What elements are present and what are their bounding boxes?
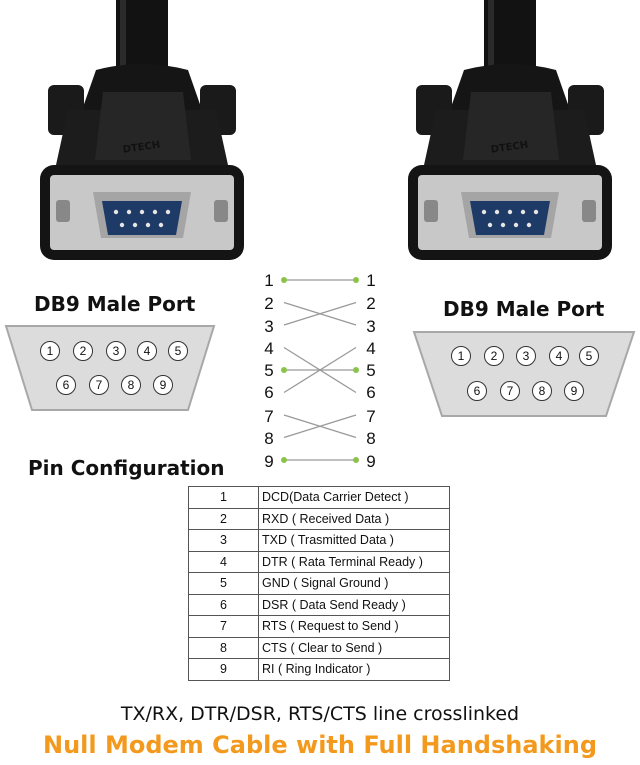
- left-port-pin: 4: [137, 341, 157, 361]
- right-port-pin: 4: [549, 346, 569, 366]
- wiring-line: [283, 346, 357, 394]
- wiring-left-number: 4: [264, 339, 274, 358]
- wiring-right-number: 8: [366, 429, 376, 448]
- wiring-right-number: 1: [366, 271, 376, 290]
- left-port-title: DB9 Male Port: [34, 292, 196, 316]
- left-port-pin: 6: [56, 375, 76, 395]
- wiring-left-number: 7: [264, 407, 274, 426]
- wiring-left-number: 5: [264, 361, 274, 380]
- pin-number-cell: 1: [188, 486, 259, 509]
- wiring-left-number: 9: [264, 452, 274, 471]
- right-port-pin: 5: [579, 346, 599, 366]
- wiring-dot: [353, 367, 359, 373]
- pin-number-cell: 5: [188, 572, 259, 595]
- wiring-dot: [281, 367, 287, 373]
- pin-number-cell: 6: [188, 593, 259, 616]
- wiring-dot: [281, 277, 287, 283]
- pin-description-cell: RTS ( Request to Send ): [258, 615, 450, 638]
- right-connector-brand: DTECH: [490, 140, 529, 156]
- left-port-pin: 7: [89, 375, 109, 395]
- right-port-pin: 2: [484, 346, 504, 366]
- pin-description-cell: DCD(Data Carrier Detect ): [258, 486, 450, 509]
- pin-number-cell: 3: [188, 529, 259, 552]
- wiring-right-number: 9: [366, 452, 376, 471]
- pin-number-cell: 8: [188, 636, 259, 659]
- right-port-face: [412, 331, 636, 417]
- left-port-pin: 3: [106, 341, 126, 361]
- pin-description-cell: RXD ( Received Data ): [258, 507, 450, 530]
- right-port-pin: 6: [467, 381, 487, 401]
- wiring-left-number: 6: [264, 383, 274, 402]
- product-headline: Null Modem Cable with Full Handshaking: [43, 731, 597, 759]
- pin-description-cell: TXD ( Trasmitted Data ): [258, 529, 450, 552]
- left-port-face: [4, 325, 216, 411]
- wiring-right-number: 4: [366, 339, 376, 358]
- pin-configuration-title: Pin Configuration: [28, 456, 225, 480]
- right-port-pin: 8: [532, 381, 552, 401]
- wiring-left-number: 1: [264, 271, 274, 290]
- pin-description-cell: DSR ( Data Send Ready ): [258, 593, 450, 616]
- pin-number-cell: 2: [188, 507, 259, 530]
- left-port-pin: 8: [121, 375, 141, 395]
- null-modem-wiring-diagram: [281, 277, 359, 463]
- wiring-left-number: 8: [264, 429, 274, 448]
- wiring-line: [283, 301, 357, 326]
- pin-description-cell: DTR ( Rata Terminal Ready ): [258, 550, 450, 573]
- left-port-pin: 2: [73, 341, 93, 361]
- left-port-pin: 9: [153, 375, 173, 395]
- right-port-pin: 9: [564, 381, 584, 401]
- right-db9-connector-image: DTECH: [408, 0, 612, 260]
- right-port-pin: 1: [451, 346, 471, 366]
- wiring-line: [283, 414, 357, 439]
- pin-number-cell: 7: [188, 615, 259, 638]
- wiring-right-number: 6: [366, 383, 376, 402]
- right-port-pin: 7: [500, 381, 520, 401]
- pin-description-cell: RI ( Ring Indicator ): [258, 658, 450, 681]
- wiring-left-number: 2: [264, 294, 274, 313]
- left-port-pin: 5: [168, 341, 188, 361]
- wiring-right-number: 5: [366, 361, 376, 380]
- pin-number-cell: 4: [188, 550, 259, 573]
- wiring-right-number: 3: [366, 317, 376, 336]
- wiring-dot: [281, 457, 287, 463]
- pin-description-cell: GND ( Signal Ground ): [258, 572, 450, 595]
- left-port-pin: 1: [40, 341, 60, 361]
- pin-number-cell: 9: [188, 658, 259, 681]
- wiring-left-number: 3: [264, 317, 274, 336]
- wiring-dot: [353, 457, 359, 463]
- left-db9-connector-image: DTECH: [40, 0, 244, 260]
- wiring-right-number: 7: [366, 407, 376, 426]
- pin-description-cell: CTS ( Clear to Send ): [258, 636, 450, 659]
- left-connector-brand: DTECH: [122, 140, 161, 156]
- right-port-title: DB9 Male Port: [443, 297, 605, 321]
- wiring-dot: [353, 277, 359, 283]
- right-port-pin: 3: [516, 346, 536, 366]
- crosslink-subtitle: TX/RX, DTR/DSR, RTS/CTS line crosslinked: [120, 703, 520, 725]
- wiring-right-number: 2: [366, 294, 376, 313]
